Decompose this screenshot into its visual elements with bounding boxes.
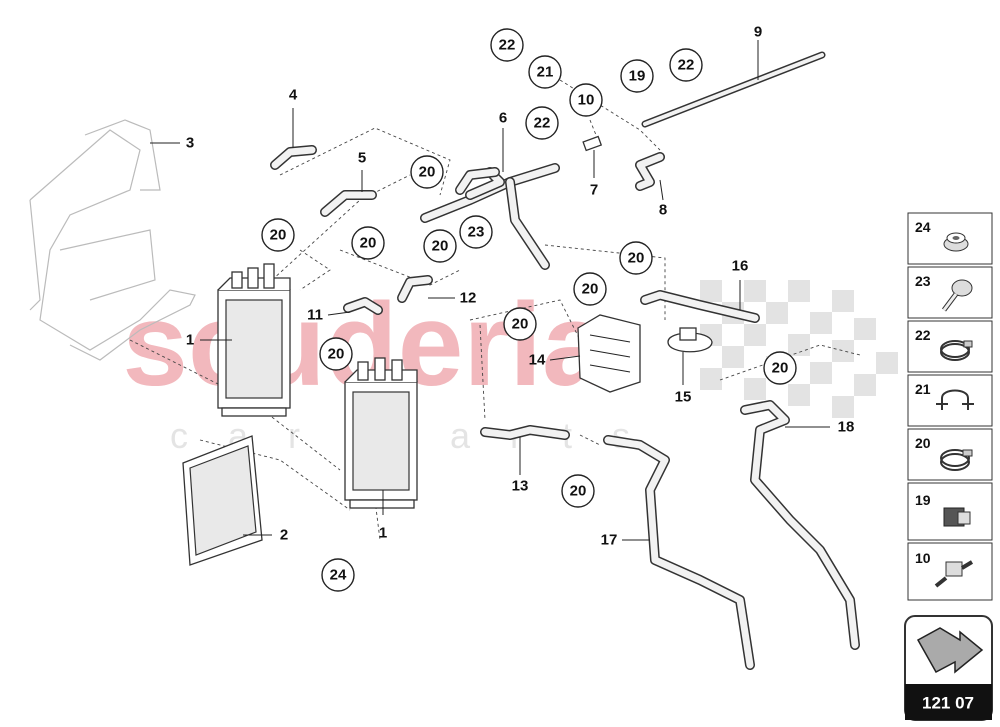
part-label: 12 xyxy=(460,290,477,307)
svg-text:22: 22 xyxy=(915,327,931,343)
callout: 21 xyxy=(528,55,562,89)
svg-text:20: 20 xyxy=(628,250,645,267)
callout: 20 xyxy=(423,229,457,263)
svg-text:20: 20 xyxy=(570,483,587,500)
callout: 20 xyxy=(319,337,353,371)
radiator-upper xyxy=(217,263,291,417)
svg-text:22: 22 xyxy=(678,57,695,74)
part-label: 1 xyxy=(379,525,387,542)
legend-item xyxy=(907,482,993,541)
part-label: 3 xyxy=(186,135,194,152)
leader-lines xyxy=(150,40,830,541)
connector-icon xyxy=(943,507,971,527)
svg-text:20: 20 xyxy=(915,435,931,451)
clip-icon xyxy=(936,389,974,410)
callout: 20 xyxy=(261,218,295,252)
part-label: 1 xyxy=(186,332,194,349)
svg-text:23: 23 xyxy=(915,273,931,289)
part-label: 7 xyxy=(590,182,598,199)
callout: 20 xyxy=(619,241,653,275)
callout: 24 xyxy=(321,558,355,592)
svg-text:24: 24 xyxy=(915,219,931,235)
hose-clamp-icon xyxy=(940,340,973,361)
part-labels: 1 1 2 3 4 5 6 7 8 9 11 12 13 14 15 16 17… xyxy=(186,24,855,549)
part-label: 6 xyxy=(499,110,507,127)
part-label: 8 xyxy=(659,202,667,219)
callout: 20 xyxy=(503,307,537,341)
hose-clamp-icon xyxy=(940,449,973,471)
legend-item xyxy=(907,374,993,427)
part-label: 16 xyxy=(732,258,749,275)
legend-item xyxy=(907,266,993,319)
rod-part-9 xyxy=(641,51,826,128)
callout: 10 xyxy=(569,83,603,117)
callout: 20 xyxy=(561,474,595,508)
hose-part-17 xyxy=(603,435,755,670)
hose-part-18 xyxy=(740,400,860,650)
svg-text:20: 20 xyxy=(582,281,599,298)
svg-text:23: 23 xyxy=(468,224,485,241)
filter-panel-part-2 xyxy=(182,435,263,566)
svg-text:20: 20 xyxy=(419,164,436,181)
svg-text:20: 20 xyxy=(270,227,287,244)
part-label: 4 xyxy=(289,87,298,104)
callout: 22 xyxy=(525,106,559,140)
small-hoses xyxy=(270,145,570,440)
arrow-icon xyxy=(916,627,984,674)
part-label: 13 xyxy=(512,478,529,495)
svg-text:20: 20 xyxy=(328,346,345,363)
part-label: 17 xyxy=(601,532,618,549)
callout: 19 xyxy=(620,59,654,93)
callout: 20 xyxy=(573,272,607,306)
radiator-lower xyxy=(344,357,418,509)
part-label: 2 xyxy=(280,527,288,544)
page-number: 121 07 xyxy=(922,694,974,713)
part-label: 15 xyxy=(675,389,692,406)
callout: 20 xyxy=(763,351,797,385)
checkered-flag-watermark xyxy=(700,280,898,418)
svg-text:22: 22 xyxy=(534,115,551,132)
page-badge[interactable]: 121 07 xyxy=(904,615,993,721)
oil-cooler-part-14 xyxy=(577,314,641,393)
svg-text:20: 20 xyxy=(360,235,377,252)
legend-item xyxy=(907,320,993,373)
bracket-part-15 xyxy=(667,327,713,353)
grommet-icon xyxy=(943,232,969,252)
callout: 22 xyxy=(669,48,703,82)
part-label: 18 xyxy=(838,419,855,436)
svg-text:10: 10 xyxy=(915,550,931,566)
svg-text:20: 20 xyxy=(772,360,789,377)
callout: 23 xyxy=(459,215,493,249)
hose-part-8 xyxy=(635,152,665,191)
hose-part-16 xyxy=(640,290,760,323)
callout: 20 xyxy=(351,226,385,260)
callout: 22 xyxy=(490,28,524,62)
hardware-legend: 24 23 22 21 20 xyxy=(907,212,993,601)
svg-text:24: 24 xyxy=(330,567,347,584)
part-label: 5 xyxy=(358,150,366,167)
svg-text:10: 10 xyxy=(578,92,595,109)
pipe-assembly-part-6 xyxy=(420,163,560,270)
part-label: 11 xyxy=(307,307,323,324)
svg-text:21: 21 xyxy=(537,64,554,81)
part-label: 14 xyxy=(529,352,546,369)
fitting-part-7 xyxy=(582,135,603,152)
valve-icon xyxy=(934,560,974,588)
svg-text:19: 19 xyxy=(629,68,646,85)
screw-icon xyxy=(942,279,973,312)
svg-text:19: 19 xyxy=(915,492,931,508)
svg-text:20: 20 xyxy=(512,316,529,333)
svg-text:21: 21 xyxy=(915,381,931,397)
bracket-part-3 xyxy=(29,119,196,361)
callouts: 22 21 10 22 19 22 20 20 20 20 23 20 20 2… xyxy=(261,28,797,592)
part-label: 9 xyxy=(754,24,762,41)
svg-text:20: 20 xyxy=(432,238,449,255)
callout: 20 xyxy=(410,155,444,189)
svg-text:22: 22 xyxy=(499,37,516,54)
